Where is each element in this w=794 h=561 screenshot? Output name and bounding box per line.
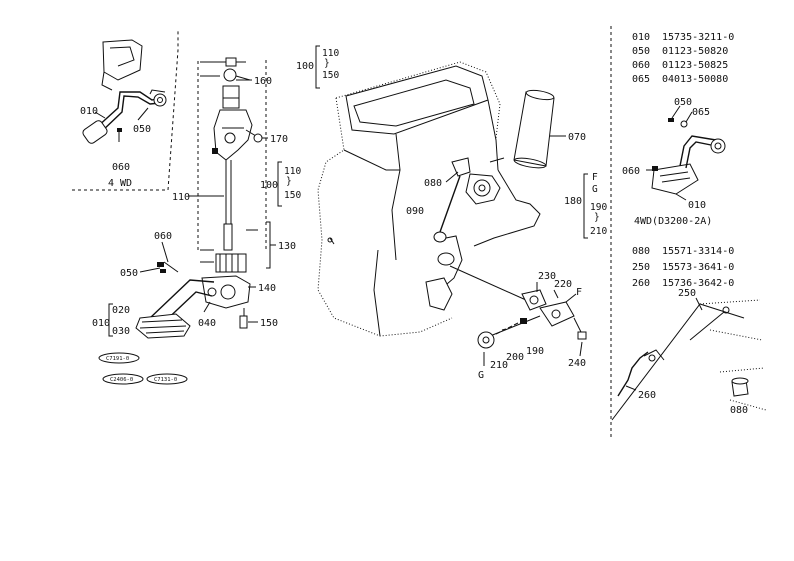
table2-ref: 250	[632, 262, 650, 273]
callout-065: 065	[692, 107, 710, 118]
table1-part: 01123-50825	[662, 60, 728, 71]
callout-190-lower: 190	[526, 346, 544, 357]
callout-250: 250	[678, 288, 696, 299]
callout-160: 160	[254, 76, 272, 87]
callout-170: 170	[270, 134, 288, 145]
table1-part: 01123-50820	[662, 46, 728, 57]
callout-040: 040	[198, 318, 216, 329]
callout-050-right: 050	[674, 97, 692, 108]
callout-g-label: G	[478, 370, 484, 381]
oval-code-3: C7131-0	[154, 377, 177, 383]
table1-part: 15735-3211-0	[662, 32, 734, 43]
callout-150-mid: 150	[284, 190, 301, 201]
table1-ref: 050	[632, 46, 650, 57]
table1-ref: 060	[632, 60, 650, 71]
model-ovals: C7191-0 C2406-0 C7131-0	[98, 352, 188, 385]
table1-part: 04013-50080	[662, 74, 728, 85]
callout-f-bracket: F	[592, 172, 598, 183]
callout-140: 140	[258, 283, 276, 294]
svg-text:}: }	[594, 212, 600, 223]
callout-220: 220	[554, 279, 572, 290]
svg-text:}: }	[324, 58, 330, 69]
label-4wd-d3200: 4WD(D3200-2A)	[634, 216, 712, 227]
table2-ref: 260	[632, 278, 650, 289]
callout-100-mid: 100	[260, 180, 278, 191]
inset-4wd-pipe	[72, 30, 179, 191]
callout-070: 070	[568, 132, 586, 143]
callout-010-left: 010	[92, 318, 110, 329]
table2-part: 15736-3642-0	[662, 278, 734, 289]
callout-010-right: 010	[688, 200, 706, 211]
callout-260: 260	[638, 390, 656, 401]
callout-210-lower: 210	[490, 360, 508, 371]
part-table-2: 080 15571-3314-0 250 15573-3641-0 260 15…	[632, 246, 734, 289]
table2-part: 15573-3641-0	[662, 262, 734, 273]
dipstick-guide-detail	[611, 299, 767, 421]
callout-110-top: 110	[322, 48, 339, 59]
svg-text:}: }	[286, 176, 292, 187]
callout-030: 030	[112, 326, 130, 337]
callout-g-bracket: G	[592, 184, 598, 195]
callout-150-top: 150	[322, 70, 339, 81]
callout-080: 080	[424, 178, 442, 189]
oval-code-1: C7191-0	[106, 356, 129, 362]
oval-code-2: C2406-0	[110, 377, 133, 383]
callout-210-bracket: 210	[590, 226, 607, 237]
callout-150: 150	[260, 318, 278, 329]
callout-230: 230	[538, 271, 556, 282]
callout-110-mid: 110	[284, 166, 301, 177]
oil-strainer	[135, 261, 215, 339]
callout-200: 200	[506, 352, 524, 363]
callout-050: 050	[133, 124, 151, 135]
part-table-1: 010 15735-3211-0 050 01123-50820 060 011…	[632, 32, 734, 85]
table1-ref: 065	[632, 74, 650, 85]
callout-130: 130	[278, 241, 296, 252]
callout-060-right: 060	[622, 166, 640, 177]
label-4wd: 4 WD	[108, 178, 132, 189]
callout-240: 240	[568, 358, 586, 369]
oil-filter	[489, 89, 555, 169]
callout-090: 090	[406, 206, 424, 217]
callout-f-label: F	[576, 287, 582, 298]
callout-100-top: 100	[296, 61, 314, 72]
callout-060: 060	[112, 162, 130, 173]
callout-190-bracket: 190	[590, 202, 607, 213]
callout-010: 010	[80, 106, 98, 117]
engine-block	[317, 61, 541, 337]
callout-080-right: 080	[730, 405, 748, 416]
callout-060-left: 060	[154, 231, 172, 242]
table1-ref: 010	[632, 32, 650, 43]
relief-valve-assembly	[449, 265, 587, 349]
callout-020: 020	[112, 305, 130, 316]
callout-110: 110	[172, 192, 190, 203]
table2-ref: 080	[632, 246, 650, 257]
inset-4wd-d3200-pipe	[651, 118, 726, 195]
oil-pump-drive-assembly	[197, 57, 267, 329]
dipstick	[433, 157, 471, 243]
table2-part: 15571-3314-0	[662, 246, 734, 257]
callout-050-left: 050	[120, 268, 138, 279]
callout-180: 180	[564, 196, 582, 207]
